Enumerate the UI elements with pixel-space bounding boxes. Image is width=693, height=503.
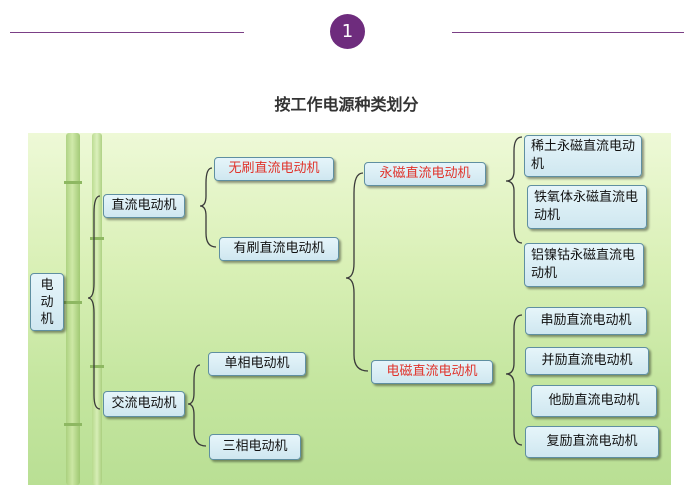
node-shunt-dc-motor: 并励直流电动机	[525, 347, 649, 375]
node-motor-root: 电动机	[30, 273, 64, 331]
node-brushless-dc-motor: 无刷直流电动机	[214, 157, 334, 181]
bamboo-joint	[90, 237, 104, 240]
brace-dc-type	[345, 172, 369, 372]
node-three-phase-motor: 三相电动机	[209, 434, 301, 460]
bamboo-joint	[64, 301, 82, 304]
node-dc-motor: 直流电动机	[103, 194, 185, 218]
tree-connectors	[87, 136, 523, 447]
node-alnico-pm-dc-motor: 铝镍钴永磁直流电动机	[524, 243, 644, 287]
node-ac-motor: 交流电动机	[103, 391, 185, 417]
node-ferrite-pm-dc-motor: 铁氧体永磁直流电动机	[527, 185, 647, 229]
bamboo-joint	[64, 423, 82, 426]
node-series-dc-motor: 串励直流电动机	[525, 307, 647, 335]
right-divider-line	[452, 32, 684, 33]
section-number-badge: 1	[330, 14, 365, 49]
node-permanent-magnet-dc-motor: 永磁直流电动机	[364, 162, 486, 186]
left-divider-line	[10, 32, 244, 33]
brace-permanent-magnet	[505, 136, 523, 244]
diagram-heading: 按工作电源种类划分	[274, 95, 419, 114]
bamboo-joint	[64, 181, 82, 184]
brace-dc	[199, 167, 217, 248]
node-brushed-dc-motor: 有刷直流电动机	[219, 237, 339, 261]
bamboo-decoration	[92, 133, 102, 485]
node-electromagnetic-dc-motor: 电磁直流电动机	[371, 360, 493, 384]
bamboo-joint	[90, 365, 104, 368]
bamboo-decoration	[66, 133, 80, 485]
node-rare-earth-pm-dc-motor: 稀土永磁直流电动机	[524, 135, 642, 177]
motor-classification-diagram: 电动机 直流电动机 无刷直流电动机 有刷直流电动机 永磁直流电动机 电磁直流电动…	[28, 133, 671, 485]
node-single-phase-motor: 单相电动机	[208, 352, 306, 376]
node-separately-excited-dc-motor: 他励直流电动机	[531, 385, 657, 417]
brace-root	[87, 195, 101, 410]
brace-electromagnetic	[505, 314, 523, 446]
brace-ac	[187, 364, 207, 447]
node-compound-dc-motor: 复励直流电动机	[525, 426, 659, 458]
